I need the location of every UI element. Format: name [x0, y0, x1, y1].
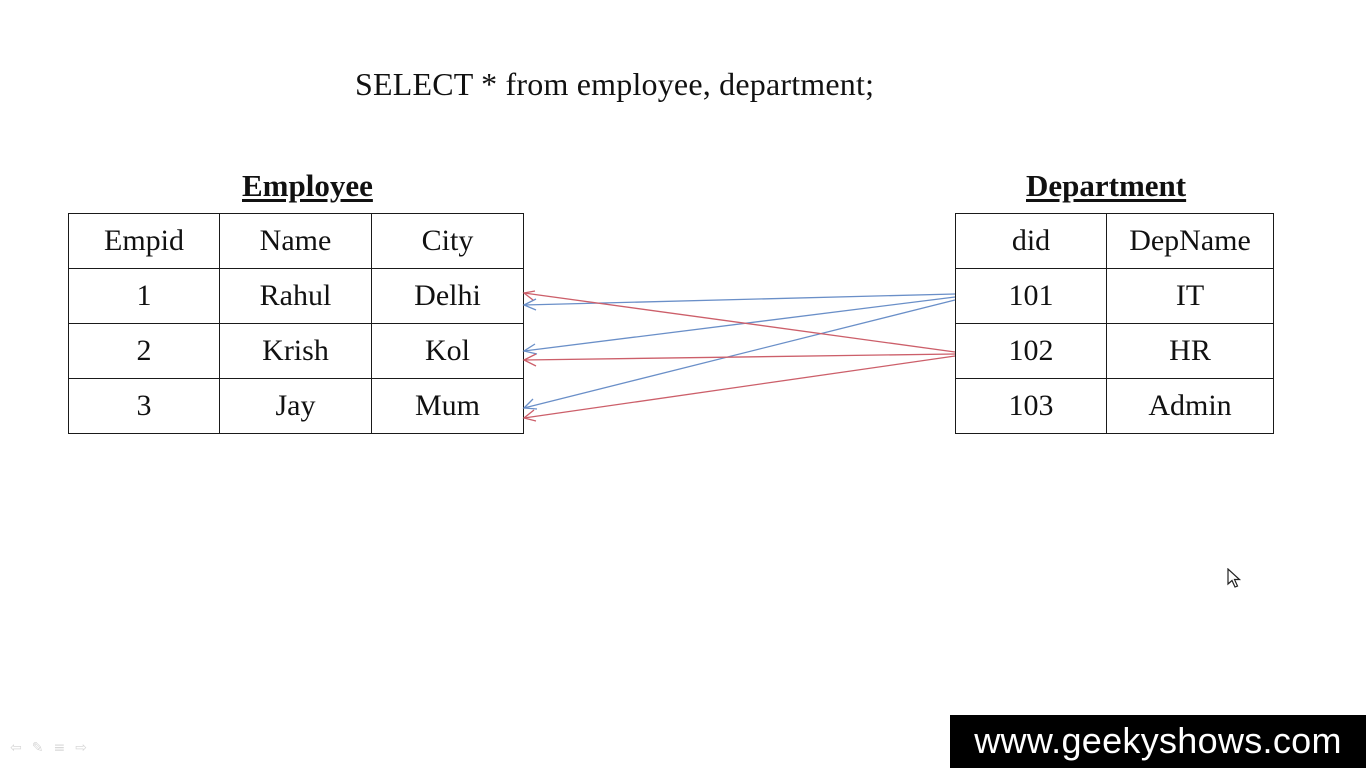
table-cell: 3 — [68, 378, 220, 434]
table-row: 1 Rahul Delhi — [68, 268, 524, 324]
header-cell: Empid — [68, 213, 220, 269]
watermark: www.geekyshows.com — [950, 715, 1366, 768]
table-row: 3 Jay Mum — [68, 378, 524, 434]
table-cell: 1 — [68, 268, 220, 324]
sql-query: SELECT * from employee, department; — [355, 66, 875, 102]
arrow-101-to-3 — [523, 299, 956, 409]
arrows-from-101 — [522, 293, 956, 410]
table-cell: 101 — [955, 268, 1107, 324]
department-header-row: did DepName — [955, 213, 1274, 269]
arrowhead — [522, 353, 537, 367]
table-row: 101 IT — [955, 268, 1274, 324]
employee-table: Empid Name City 1 Rahul Delhi 2 Krish Ko… — [68, 213, 524, 434]
table-row: 102 HR — [955, 323, 1274, 379]
pen-icon[interactable]: ✎ — [31, 740, 44, 756]
arrowhead — [522, 343, 538, 355]
arrow-102-to-2 — [523, 353, 956, 361]
mouse-cursor-icon — [1227, 568, 1242, 588]
header-cell: DepName — [1106, 213, 1274, 269]
arrowhead — [522, 298, 537, 311]
table-row: 2 Krish Kol — [68, 323, 524, 379]
employee-title: Employee — [242, 168, 373, 203]
table-cell: Admin — [1106, 378, 1274, 434]
table-cell: 102 — [955, 323, 1107, 379]
table-cell: IT — [1106, 268, 1274, 324]
table-cell: 103 — [955, 378, 1107, 434]
department-title: Department — [1026, 168, 1187, 203]
arrowhead — [522, 398, 538, 410]
header-cell: did — [955, 213, 1107, 269]
table-cell: HR — [1106, 323, 1274, 379]
table-cell: Krish — [219, 323, 372, 379]
arrowhead — [522, 409, 537, 422]
arrowhead — [522, 290, 536, 301]
table-row: 103 Admin — [955, 378, 1274, 434]
arrow-102-to-3 — [523, 355, 956, 419]
arrow-right-icon[interactable]: ⇨ — [75, 740, 87, 756]
arrow-left-icon[interactable]: ⇦ — [10, 740, 22, 756]
arrows-from-102 — [522, 290, 956, 422]
header-cell: City — [371, 213, 524, 269]
table-cell: 2 — [68, 323, 220, 379]
arrow-102-to-1 — [523, 292, 956, 353]
table-cell: Delhi — [371, 268, 524, 324]
arrow-101-to-2 — [523, 296, 956, 352]
table-cell: Kol — [371, 323, 524, 379]
header-cell: Name — [219, 213, 372, 269]
presentation-nav: ⇦ ✎ ≡ ⇨ — [10, 740, 87, 756]
employee-header-row: Empid Name City — [68, 213, 524, 269]
table-cell: Mum — [371, 378, 524, 434]
department-table: did DepName 101 IT 102 HR 103 Admin — [955, 213, 1274, 434]
menu-icon[interactable]: ≡ — [53, 740, 66, 756]
table-cell: Rahul — [219, 268, 372, 324]
arrow-101-to-1 — [523, 293, 956, 306]
table-cell: Jay — [219, 378, 372, 434]
